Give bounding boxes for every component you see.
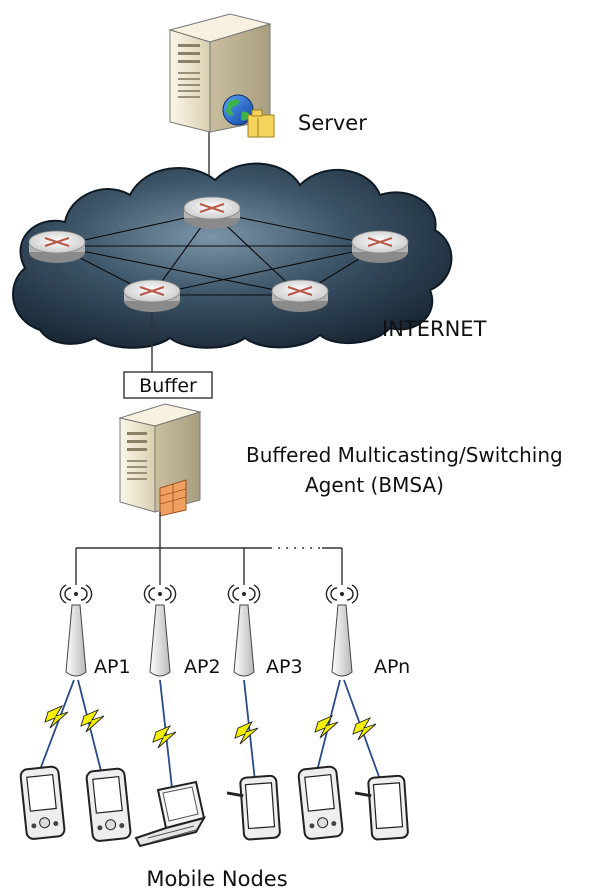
laptop-icon — [134, 780, 207, 848]
lightning-bolt-icon — [44, 705, 69, 729]
mobile-nodes: Mobile Nodes — [19, 765, 409, 891]
bmsa-label-line1: Buffered Multicasting/Switching — [246, 443, 563, 467]
internet-cloud: INTERNET — [12, 162, 487, 349]
lightning-bolt-icon — [80, 709, 105, 733]
server-label: Server — [298, 111, 367, 135]
access-point-ap2: AP2 — [143, 584, 221, 678]
folder-icon — [247, 109, 275, 138]
tablet-icon — [226, 774, 281, 841]
distribution-bus — [75, 512, 343, 585]
signal-waves-icon — [227, 584, 261, 604]
bmsa-label-line2: Agent (BMSA) — [305, 473, 444, 497]
signal-waves-icon — [59, 584, 93, 604]
cloud-icon — [12, 162, 453, 349]
lightning-bolt-icon — [314, 715, 339, 739]
wireless-access-point-icon — [233, 604, 255, 677]
ap-label: APn — [374, 656, 410, 678]
access-point-ap3: AP3 — [227, 584, 303, 678]
router-icon — [28, 230, 86, 263]
signal-waves-icon — [143, 584, 177, 604]
lightning-bolt-icon — [352, 717, 377, 741]
pda-icon — [297, 765, 344, 840]
router-icon — [123, 279, 181, 312]
pda-icon — [19, 765, 66, 840]
wireless-access-point-icon — [65, 604, 87, 677]
signal-waves-icon — [325, 584, 359, 604]
router-icon — [351, 230, 409, 263]
lightning-bolt-icon — [234, 721, 259, 745]
buffer-box: Buffer — [123, 371, 213, 399]
router-icon — [271, 279, 329, 312]
router-icon — [183, 196, 241, 229]
server: Server — [168, 13, 367, 208]
firewall-icon — [159, 479, 187, 517]
tablet-icon — [354, 774, 409, 841]
wireless-access-point-icon — [331, 604, 353, 677]
access-point-apn: APn — [325, 584, 410, 678]
ap-label: AP2 — [184, 656, 221, 678]
pda-icon — [85, 767, 132, 842]
internet-label: INTERNET — [382, 317, 487, 341]
lightning-bolt-icon — [152, 725, 177, 749]
access-point-ap1: AP1 — [59, 584, 131, 678]
bmsa-agent: Buffered Multicasting/Switching Agent (B… — [118, 403, 563, 517]
mobile-nodes-label: Mobile Nodes — [146, 867, 287, 891]
ap-label: AP1 — [94, 656, 131, 678]
ap-label: AP3 — [266, 656, 303, 678]
wireless-access-point-icon — [149, 604, 171, 677]
buffer-label: Buffer — [139, 375, 197, 397]
